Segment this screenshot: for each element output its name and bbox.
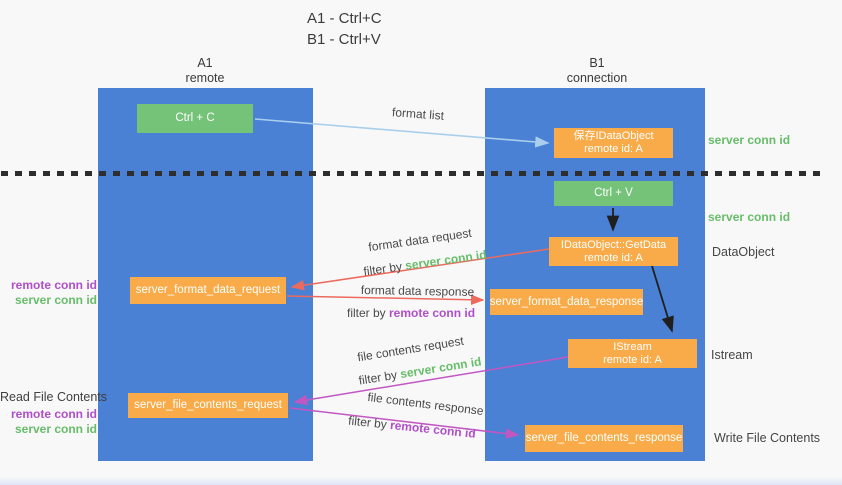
label-istream: Istream xyxy=(711,348,753,362)
label-server-conn-id-right-1: server conn id xyxy=(708,133,791,147)
machine-boundary-dotted-line xyxy=(1,171,824,176)
node-istream: IStream remote id: A xyxy=(568,339,697,368)
label-format-data-response: format data response xyxy=(360,283,475,299)
node-server-file-contents-request: server_file_contents_request xyxy=(128,393,288,418)
node-save-idataobject: 保存IDataObject remote id: A xyxy=(554,128,673,158)
left-conn-id-stack-2: remote conn id server conn id xyxy=(10,407,97,436)
node-ctrl-c-label: Ctrl + C xyxy=(175,112,215,124)
label-server-conn-id-left-2: server conn id xyxy=(14,421,97,436)
node-server-file-contents-response-label: server_file_contents_response xyxy=(525,432,683,444)
node-ctrl-v-label: Ctrl + V xyxy=(594,187,633,199)
label-write-file-contents: Write File Contents xyxy=(714,431,821,445)
node-server-format-data-request: server_format_data_request xyxy=(130,277,286,304)
node-server-format-data-response-label: server_format_data_response xyxy=(489,295,644,308)
label-remote-conn-id-left-2: remote conn id xyxy=(10,407,97,421)
title-line-2: B1 - Ctrl+V xyxy=(307,31,381,48)
label-filter-by-remote-conn-id-1: filter by remote conn id xyxy=(347,306,475,320)
node-server-file-contents-request-label: server_file_contents_request xyxy=(134,399,282,411)
label-server-conn-id-left-1: server conn id xyxy=(14,292,97,307)
filter-by-text-4: filter by xyxy=(347,413,391,432)
node-istream-line2: remote id: A xyxy=(603,353,662,366)
filter-value-2: remote conn id xyxy=(389,306,476,320)
filter-value-3: server conn id xyxy=(399,354,483,382)
right-column-header: B1 connection xyxy=(537,56,657,86)
label-format-list: format list xyxy=(391,105,445,123)
node-getdata-line1: IDataObject::GetData xyxy=(560,238,667,251)
label-dataobject: DataObject xyxy=(712,245,775,259)
label-filter-by-remote-conn-id-2: filter by remote conn id xyxy=(347,413,477,441)
left-column-name: A1 xyxy=(197,56,213,70)
label-remote-conn-id-left-1: remote conn id xyxy=(10,278,97,292)
left-column-subtitle: remote xyxy=(185,71,225,85)
label-server-conn-id-right-2: server conn id xyxy=(708,210,791,224)
node-ctrl-v: Ctrl + V xyxy=(554,181,673,206)
label-file-contents-response: file contents response xyxy=(366,389,485,419)
filter-value-4: remote conn id xyxy=(389,417,477,441)
right-column-subtitle: connection xyxy=(566,71,628,85)
diagram-title: A1 - Ctrl+C B1 - Ctrl+V xyxy=(307,8,382,50)
node-server-file-contents-response: server_file_contents_response xyxy=(525,425,683,452)
title-line-1: A1 - Ctrl+C xyxy=(307,10,382,27)
filter-value-1: server conn id xyxy=(404,247,488,273)
node-idataobject-getdata: IDataObject::GetData remote id: A xyxy=(549,237,678,266)
label-read-file-contents: Read File Contents xyxy=(0,390,108,404)
node-server-format-data-request-label: server_format_data_request xyxy=(135,284,281,296)
left-column-header: A1 remote xyxy=(145,56,265,86)
filter-by-text-3: filter by xyxy=(357,367,402,388)
filter-by-text-1: filter by xyxy=(362,258,407,279)
node-save-idataobject-line1: 保存IDataObject xyxy=(573,130,654,142)
node-istream-line1: IStream xyxy=(613,340,652,353)
left-conn-id-stack-1: remote conn id server conn id xyxy=(10,278,97,307)
node-save-idataobject-line2: remote id: A xyxy=(584,143,643,155)
node-ctrl-c: Ctrl + C xyxy=(137,104,253,133)
node-getdata-line2: remote id: A xyxy=(584,251,643,264)
filter-by-text-2: filter by xyxy=(347,306,390,320)
node-server-format-data-response: server_format_data_response xyxy=(490,289,643,315)
right-column-name: B1 xyxy=(589,56,605,70)
bottom-window-edge xyxy=(0,477,842,485)
